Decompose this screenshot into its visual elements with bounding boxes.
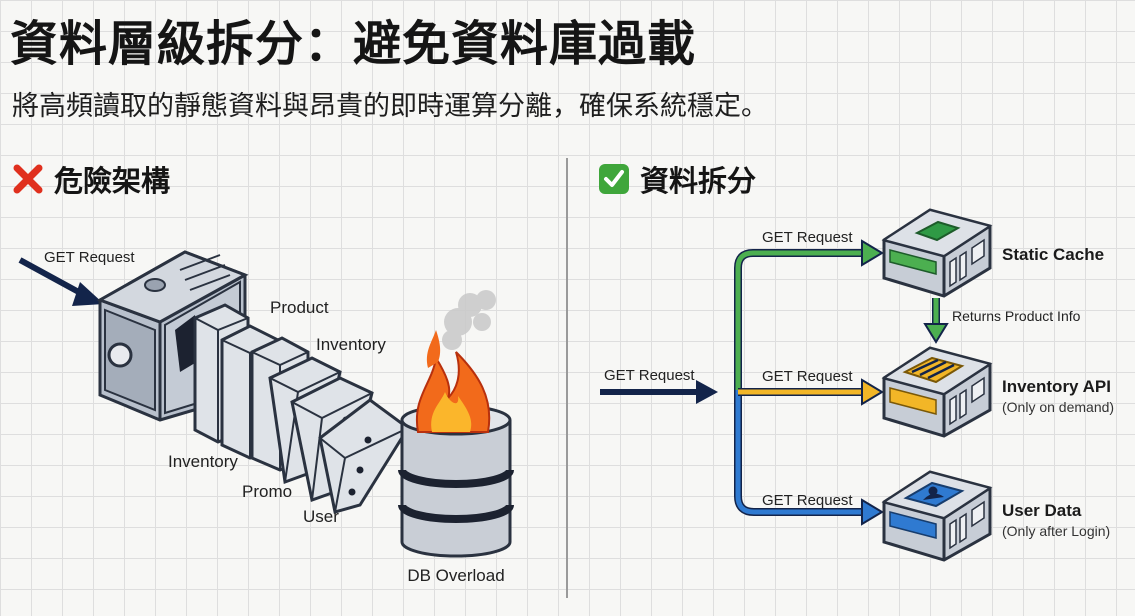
section-divider	[566, 158, 568, 598]
inventory-api-label: Inventory API	[1002, 377, 1111, 396]
main-request-arrow	[600, 380, 718, 404]
domino-chain	[193, 303, 411, 514]
inventory-api-note: (Only on demand)	[1002, 399, 1114, 415]
section-heading-split: 資料拆分	[598, 158, 756, 200]
domino-label-product: Product	[270, 298, 329, 317]
section-heading-split-label: 資料拆分	[640, 164, 757, 198]
domino-label-promo: Promo	[242, 482, 292, 501]
domino-label-inventory-bottom: Inventory	[168, 452, 238, 471]
branch-request-label-user: GET Request	[762, 492, 853, 509]
branch-request-label-inventory: GET Request	[762, 368, 853, 385]
branch-arrow-inventory-api	[738, 378, 884, 406]
database-icon	[398, 404, 514, 558]
left-request-arrow	[18, 257, 104, 306]
check-mark-icon	[599, 164, 629, 194]
smoke-icon	[442, 290, 496, 350]
page-title: 資料層級拆分：避免資料庫過載	[10, 16, 697, 72]
section-heading-danger: 危險架構	[12, 158, 170, 200]
left-request-label: GET Request	[44, 249, 135, 266]
branch-arrow-user-data	[734, 390, 884, 526]
fire-icon	[415, 330, 491, 433]
user-data-label: User Data	[1002, 501, 1082, 520]
domino-label-inventory-top: Inventory	[316, 335, 386, 354]
cross-mark-icon	[13, 164, 43, 194]
cache-to-api-arrow	[923, 298, 949, 344]
static-cache-server-icon	[881, 208, 993, 298]
user-data-server-icon	[881, 470, 993, 562]
branch-arrow-static-cache	[734, 239, 884, 390]
db-overload-label: DB Overload	[407, 566, 504, 585]
main-request-label: GET Request	[604, 367, 695, 384]
section-heading-danger-label: 危險架構	[54, 164, 171, 198]
cache-to-api-label: Returns Product Info	[952, 308, 1081, 324]
inventory-api-server-icon	[881, 346, 993, 438]
domino-6	[318, 398, 411, 514]
user-data-note: (Only after Login)	[1002, 523, 1110, 539]
domino-label-user: User	[303, 507, 339, 526]
static-cache-label: Static Cache	[1002, 245, 1104, 264]
page-subtitle: 將高頻讀取的靜態資料與昂貴的即時運算分離，確保系統穩定。	[12, 91, 768, 122]
branch-request-label-cache: GET Request	[762, 229, 853, 246]
